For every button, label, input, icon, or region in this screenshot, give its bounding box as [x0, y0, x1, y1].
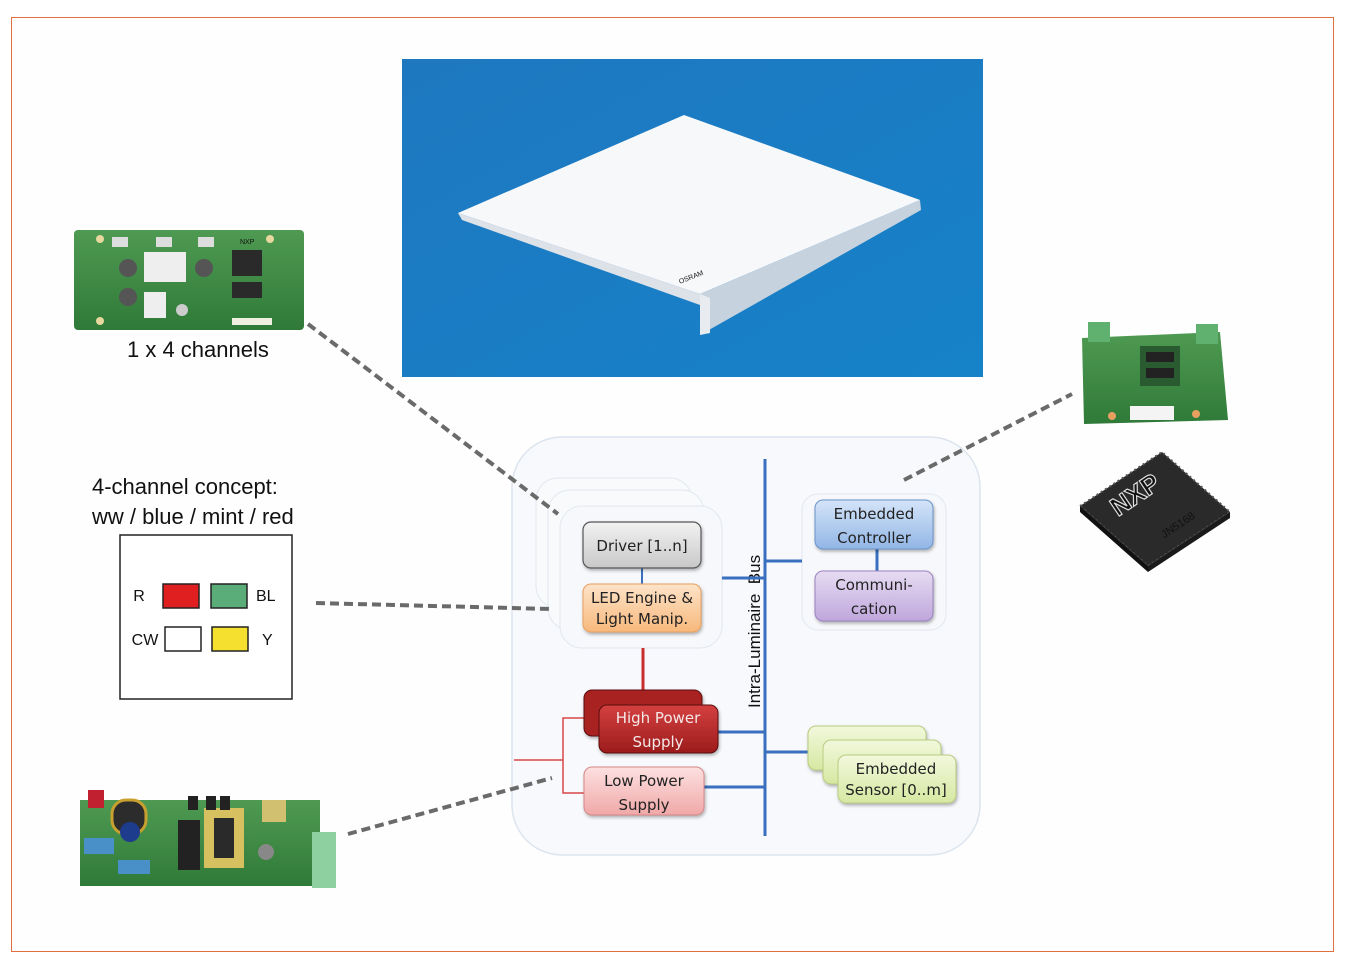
panel-top — [458, 115, 920, 294]
embedded-controller-box — [814, 499, 934, 550]
connector-power-board — [347, 776, 553, 836]
channel-label-cw: CW — [132, 632, 160, 649]
embedded-controller-label-line1: Embedded — [834, 505, 915, 523]
low-power-supply-box — [583, 766, 705, 816]
high-power-supply-box — [583, 689, 719, 754]
panel-side-edge — [700, 200, 921, 335]
channel-label-y: Y — [262, 632, 273, 649]
driver-board-caption: 1 x 4 channels — [127, 337, 269, 362]
channel-layout-box: R BL CW Y — [119, 534, 293, 700]
bus-label: Intra-Luminaire Bus — [745, 555, 764, 708]
led-engine-label-line1: LED Engine & — [591, 589, 693, 607]
low-power-supply-label-line2: Supply — [618, 796, 669, 814]
driver-box — [582, 521, 702, 569]
channel-swatch-cw — [164, 626, 202, 652]
low-power-supply-label-line1: Low Power — [604, 772, 684, 790]
connector-driver-board — [306, 322, 560, 516]
controller-board-photo — [1082, 322, 1228, 424]
embedded-sensor-label-line2: Sensor [0..m] — [845, 781, 947, 799]
connector-channel-concept — [315, 601, 553, 611]
channel-swatch-r — [162, 583, 200, 609]
communication-label-line2: cation — [851, 600, 897, 618]
board-brand: NXP — [240, 239, 255, 246]
power-split-line — [562, 717, 584, 794]
channel-swatch-y — [211, 626, 249, 652]
high-power-supply-label-line2: Supply — [632, 733, 683, 751]
power-supply-board-photo — [80, 790, 336, 888]
channel-concept-subtitle: ww / blue / mint / red — [91, 504, 294, 529]
embedded-sensor-box — [807, 725, 957, 804]
channel-label-r: R — [133, 588, 145, 605]
driver-board-photo: NXP — [74, 230, 304, 330]
led-engine-label-line2: Light Manip. — [596, 610, 688, 628]
channel-concept-title: 4-channel concept: — [92, 474, 278, 499]
embedded-sensor-label-line1: Embedded — [856, 760, 937, 778]
embedded-controller-label-line2: Controller — [837, 529, 912, 547]
driver-label: Driver [1..n] — [596, 537, 687, 555]
connector-controller-board — [903, 392, 1073, 482]
communication-box — [814, 570, 934, 622]
high-power-supply-label-line1: High Power — [616, 709, 701, 727]
channel-label-bl: BL — [256, 588, 276, 605]
luminaire-panel-photo: OSRAM — [402, 59, 983, 377]
channel-swatch-bl — [210, 583, 248, 609]
led-engine-box — [582, 583, 702, 633]
communication-label-line1: Communi- — [835, 576, 912, 594]
panel-front-edge — [458, 213, 700, 305]
architecture-block: Intra-Luminaire Bus Driver [1..n] LED En… — [511, 436, 981, 856]
nxp-chip-photo: NXP JN5168 — [1078, 450, 1232, 572]
